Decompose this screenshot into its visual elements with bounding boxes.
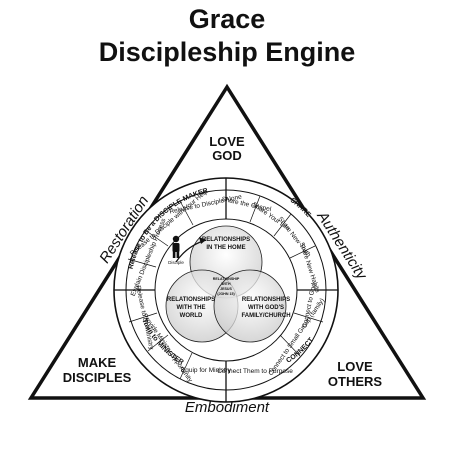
venn-label-church-2: WITH GOD'S — [248, 305, 284, 311]
venn-label-church-1: RELATIONSHIPS — [242, 297, 290, 303]
venn-label-home-2: IN THE HOME — [206, 245, 245, 251]
venn-label-world-2: WITH THE — [177, 305, 206, 311]
venn-labels: RELATIONSHIPS IN THE HOME RELATIONSHIPS … — [167, 237, 291, 319]
quadrant-dividers — [114, 178, 338, 402]
item-dividers — [127, 195, 324, 380]
venn-label-home-1: RELATIONSHIPS — [202, 237, 250, 243]
svg-text:GOD: GOD — [212, 148, 242, 163]
corner-love-others: LOVE OTHERS — [328, 359, 383, 389]
corner-love-god: LOVE GOD — [209, 134, 245, 163]
venn-circle-church — [213, 269, 287, 343]
svg-text:DISCIPLES: DISCIPLES — [63, 370, 132, 385]
svg-text:MAKE: MAKE — [78, 355, 117, 370]
person-icon — [172, 235, 180, 258]
svg-text:OTHERS: OTHERS — [328, 374, 383, 389]
ring-item-connect-purpose: Connect Them to Purpose — [217, 368, 293, 375]
venn-center-3: JESUS — [220, 287, 232, 291]
venn-center-1: RELATIONSHIP — [213, 277, 240, 281]
disciple-label: Disciple — [168, 260, 184, 265]
diagram-title-line2: Discipleship Engine — [98, 37, 356, 67]
diagram-title-line1: Grace — [188, 4, 266, 34]
venn-label-world-1: RELATIONSHIPS — [167, 297, 215, 303]
svg-text:LOVE: LOVE — [209, 134, 245, 149]
cycle-arrow-icon — [175, 237, 207, 263]
corner-make-disciples: MAKE DISCIPLES — [63, 355, 132, 385]
venn-center-4: (JOHN 15) — [217, 292, 235, 296]
side-embodiment: Embodiment — [185, 399, 270, 416]
venn-center-2: WITH — [221, 282, 231, 286]
venn-label-world-3: WORLD — [180, 313, 203, 319]
svg-text:LOVE: LOVE — [337, 359, 373, 374]
venn-diagram — [165, 225, 287, 343]
venn-label-church-3: FAMILY/CHURCH — [241, 313, 290, 319]
ring-item-equip-ministry: Equip for Ministry — [181, 367, 232, 374]
